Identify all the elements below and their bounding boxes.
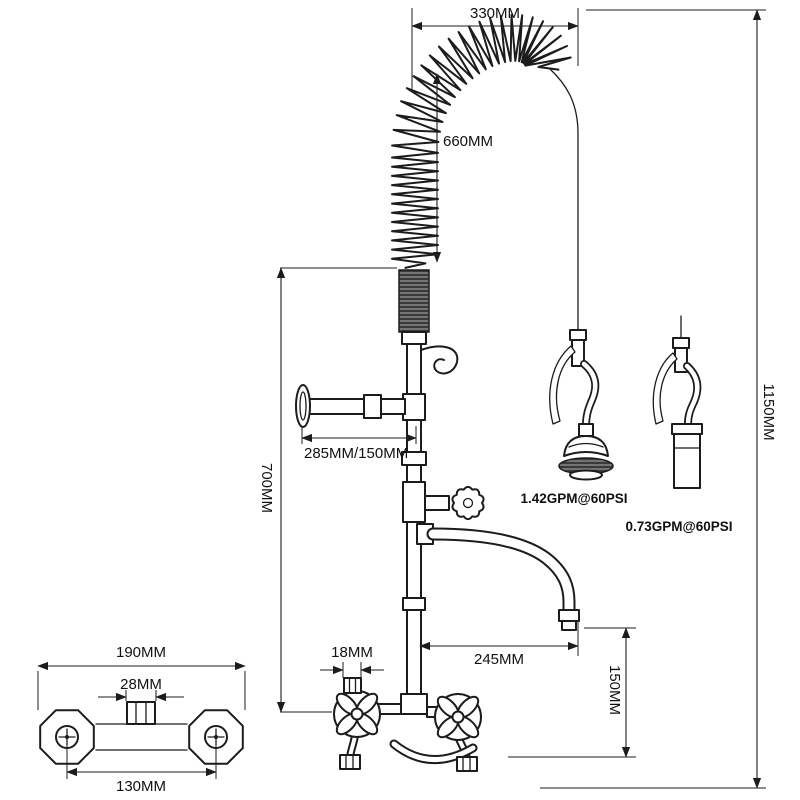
dim-130: 130MM	[66, 742, 217, 795]
dim-330-label: 330MM	[470, 5, 520, 22]
dim-330: 330MM	[411, 5, 579, 92]
arm-nut	[363, 394, 382, 419]
spray-head-alternate	[652, 315, 703, 489]
primary-flow-label: 1.42GPM@60PSI	[521, 491, 628, 506]
swing-spout	[426, 527, 576, 619]
dim-130-label: 130MM	[116, 778, 166, 795]
inlet-hex-right	[456, 756, 478, 772]
dimensions: 330MM 660MM 1150MM 700MM 285MM/150MM	[37, 5, 777, 795]
center-inlet-nipple	[126, 701, 156, 725]
base-assembly	[333, 677, 482, 772]
valve-knob-center	[462, 497, 474, 509]
dim-18: 18MM	[320, 644, 384, 678]
guard-nut	[401, 331, 427, 345]
dim-245: 245MM	[419, 622, 579, 668]
dim-660-label: 660MM	[443, 133, 493, 150]
spring-guard	[398, 269, 430, 333]
main-faucet	[295, 14, 580, 772]
dim-190: 190MM	[37, 644, 246, 710]
spring-coil-hose	[391, 14, 572, 269]
cross-handle-left	[335, 692, 379, 736]
dim-28: 28MM	[98, 676, 184, 702]
dim-700-label: 700MM	[258, 463, 275, 513]
hose-line	[548, 67, 579, 331]
bracket-flange-left	[39, 709, 95, 765]
nozzle-cylinder	[673, 433, 701, 489]
arm-flange-disc	[295, 384, 311, 428]
valve-tee	[402, 481, 426, 523]
dim-1150-label: 1150MM	[760, 383, 777, 440]
valve-stem	[424, 495, 450, 511]
lower-union	[402, 597, 426, 611]
arm-flange-inner	[299, 391, 307, 421]
pipe-union	[401, 451, 427, 466]
dim-arm-label: 285MM/150MM	[304, 445, 408, 462]
dim-18-label: 18MM	[331, 644, 373, 661]
alternate-flow-label: 0.73GPM@60PSI	[626, 519, 733, 534]
dim-150: 150MM	[508, 627, 636, 758]
spout-end-nut	[558, 609, 580, 622]
dim-700: 700MM	[258, 267, 397, 713]
adapter-18mm	[343, 677, 362, 694]
spray-lever	[549, 345, 576, 425]
addon-arm	[306, 398, 406, 415]
dim-245-label: 245MM	[474, 651, 524, 668]
dim-1150: 1150MM	[540, 9, 777, 789]
spray-lever-alt	[652, 352, 678, 425]
dim-660: 660MM	[432, 73, 493, 263]
hose-hook	[420, 345, 459, 375]
dim-arm: 285MM/150MM	[301, 426, 417, 462]
valve-knob	[451, 485, 485, 521]
wall-bracket-detail	[39, 701, 244, 765]
spray-bell	[563, 435, 609, 457]
arm-tee	[402, 393, 426, 421]
inlet-hex-left	[339, 754, 361, 770]
dim-190-label: 190MM	[116, 644, 166, 661]
spout-outlet-tip	[561, 620, 577, 631]
spray-head-primary	[549, 329, 614, 481]
dim-28-label: 28MM	[120, 676, 162, 693]
base-tee	[400, 693, 428, 715]
cross-handle-right	[436, 695, 480, 739]
dim-150-label: 150MM	[606, 665, 623, 715]
